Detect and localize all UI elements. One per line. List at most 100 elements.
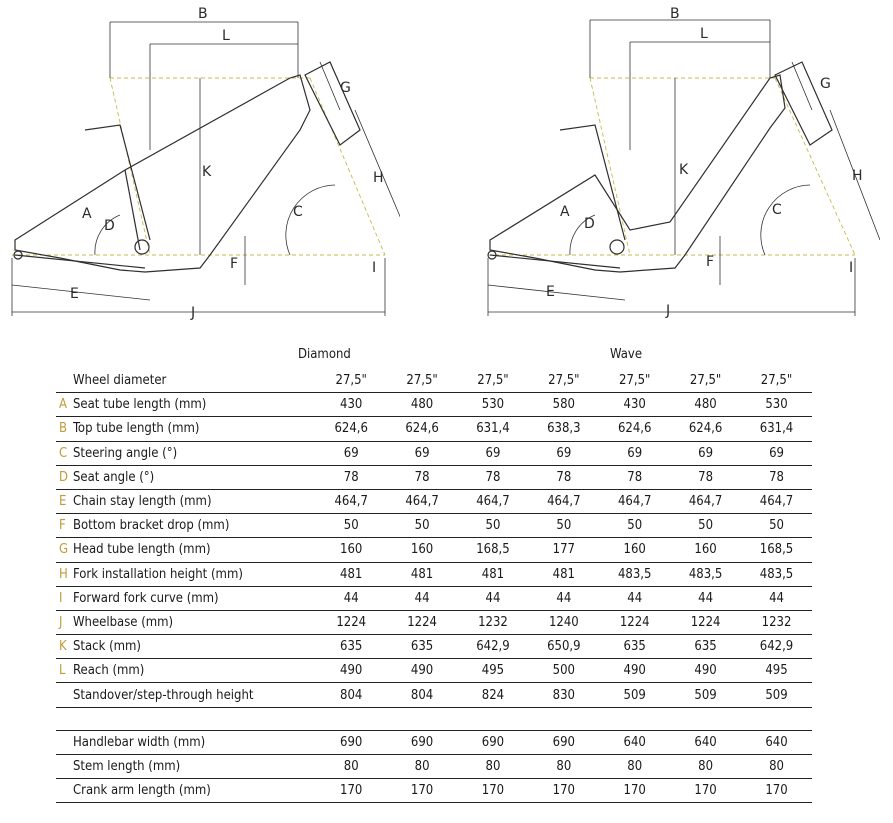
- dim-label-k: K: [679, 162, 689, 178]
- table-cell: 464,7: [599, 489, 671, 515]
- table-cell: 430: [599, 392, 671, 418]
- table-cell: 80: [386, 754, 458, 780]
- table-cell: 27,5": [741, 369, 812, 394]
- dim-label-i: I: [849, 260, 853, 276]
- group-header-wave: Wave: [610, 347, 643, 362]
- table-cell: 464,7: [528, 489, 600, 515]
- table-cell: 638,3: [528, 416, 600, 442]
- table-cell: 160: [599, 537, 671, 563]
- row-label: Fork installation height (mm): [72, 562, 316, 587]
- table-cell: 640: [670, 730, 742, 755]
- table-cell: 27,5": [599, 369, 671, 394]
- table-cell: 170: [528, 778, 600, 804]
- row-letter: F: [56, 513, 73, 539]
- dim-label-c: C: [772, 202, 782, 218]
- table-cell: 690: [457, 730, 529, 755]
- group-header-diamond: Diamond: [298, 347, 351, 362]
- table-cell: 78: [315, 465, 387, 490]
- row-letter: K: [56, 634, 73, 660]
- table-cell: 509: [741, 682, 812, 708]
- table-cell: 495: [457, 658, 529, 684]
- table-cell: 631,4: [457, 416, 529, 442]
- table-cell: 624,6: [315, 416, 387, 442]
- table-cell: 650,9: [528, 634, 600, 660]
- row-letter: [56, 369, 73, 394]
- table-cell: 50: [315, 513, 387, 539]
- table-cell: 1224: [315, 610, 387, 636]
- dim-label-b: B: [670, 6, 680, 22]
- table-cell: 44: [741, 586, 812, 611]
- table-cell: 168,5: [741, 537, 812, 563]
- dim-label-d: D: [104, 218, 115, 234]
- dim-label-j: J: [665, 303, 670, 319]
- table-cell: [457, 707, 529, 731]
- row-label: Seat angle (°): [72, 465, 316, 490]
- table-cell: 1232: [741, 610, 812, 636]
- table-cell: 635: [315, 634, 387, 660]
- table-cell: 690: [386, 730, 458, 755]
- table-cell: 464,7: [670, 489, 742, 515]
- table-cell: 80: [528, 754, 600, 780]
- dim-label-f: F: [706, 254, 714, 270]
- diamond-frame-diagram: B L G K H C A D F E I J: [0, 0, 400, 330]
- row-letter: D: [56, 465, 73, 490]
- dim-label-l: L: [222, 28, 230, 44]
- table-cell: 509: [599, 682, 671, 708]
- table-cell: 170: [315, 778, 387, 804]
- table-cell: 78: [670, 465, 742, 490]
- dim-label-h: H: [852, 168, 863, 184]
- row-letter: G: [56, 537, 73, 563]
- table-cell: 27,5": [670, 369, 742, 394]
- table-cell: 50: [741, 513, 812, 539]
- table-cell: 44: [315, 586, 387, 611]
- dim-label-a: A: [82, 206, 92, 222]
- table-cell: 804: [386, 682, 458, 708]
- table-cell: 1232: [457, 610, 529, 636]
- row-letter: [56, 754, 73, 780]
- table-cell: 640: [599, 730, 671, 755]
- table-cell: 170: [670, 778, 742, 804]
- table-cell: 27,5": [457, 369, 529, 394]
- table-cell: 44: [386, 586, 458, 611]
- table-cell: 481: [528, 562, 600, 587]
- table-cell: 50: [386, 513, 458, 539]
- table-cell: 69: [386, 441, 458, 466]
- dim-label-b: B: [198, 6, 208, 22]
- table-cell: 642,9: [741, 634, 812, 660]
- table-cell: 490: [386, 658, 458, 684]
- table-cell: 690: [528, 730, 600, 755]
- table-cell: 177: [528, 537, 600, 563]
- row-label: Reach (mm): [72, 658, 316, 684]
- table-cell: 635: [670, 634, 742, 660]
- table-row: [56, 707, 812, 731]
- dim-label-c: C: [293, 204, 303, 220]
- table-cell: 481: [315, 562, 387, 587]
- table-cell: 69: [670, 441, 742, 466]
- dim-label-k: K: [202, 164, 212, 180]
- table-cell: 464,7: [315, 489, 387, 515]
- row-letter: L: [56, 658, 73, 684]
- table-cell: 830: [528, 682, 600, 708]
- table-cell: 80: [599, 754, 671, 780]
- row-label: Standover/step-through height: [72, 682, 316, 708]
- table-cell: 170: [457, 778, 529, 804]
- row-label: Stack (mm): [72, 634, 316, 660]
- wave-frame-diagram: B L G K H C A D F E I J: [480, 0, 880, 330]
- wave-frame-svg: B L G K H C A D F E I J: [487, 6, 880, 319]
- table-cell: 1224: [386, 610, 458, 636]
- table-cell: 580: [528, 392, 600, 418]
- table-cell: [315, 707, 387, 731]
- table-cell: 80: [457, 754, 529, 780]
- table-cell: 1240: [528, 610, 600, 636]
- row-letter: E: [56, 489, 73, 515]
- row-label: Steering angle (°): [72, 441, 316, 466]
- dim-label-d: D: [584, 216, 595, 232]
